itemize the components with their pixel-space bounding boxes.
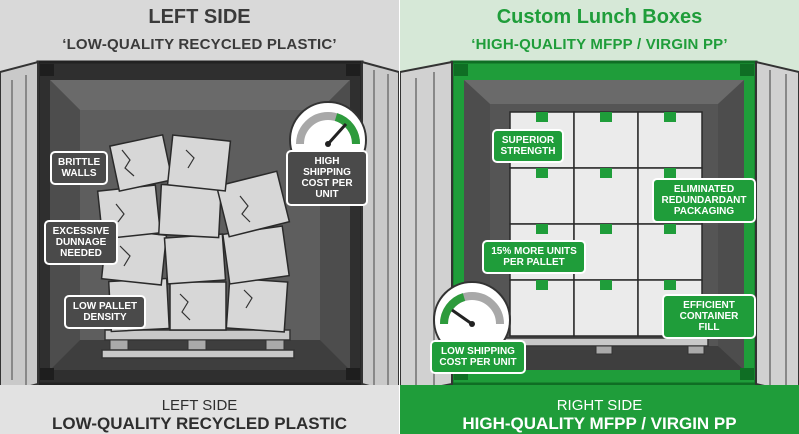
callout-low-shipping-cost: LOW SHIPPING COST PER UNIT	[430, 340, 526, 374]
right-footer-label: RIGHT SIDE	[556, 397, 643, 414]
right-footer-caption: HIGH-QUALITY MFPP / VIRGIN PP	[462, 414, 737, 433]
callout-superior-strength: SUPERIOR STRENGTH	[492, 129, 564, 163]
right-gauge-icon	[433, 281, 511, 359]
right-footer: RIGHT SIDE HIGH-QUALITY MFPP / VIRGIN PP	[400, 385, 799, 434]
callout-excessive-dunnage: EXCESSIVE DUNNAGE NEEDED	[44, 220, 118, 265]
callout-high-shipping-cost: HIGH SHIPPING COST PER UNIT	[286, 150, 368, 206]
callout-brittle-walls: BRITTLE WALLS	[50, 151, 108, 185]
left-subtitle: ‘LOW-QUALITY RECYCLED PLASTIC’	[62, 36, 337, 53]
left-footer-caption: LOW-QUALITY RECYCLED PLASTIC	[52, 414, 347, 433]
left-container-illustration	[0, 60, 399, 396]
callout-more-units: 15% MORE UNITS PER PALLET	[482, 240, 586, 274]
right-container-illustration	[400, 60, 799, 396]
right-panel: Custom Lunch Boxes ‘HIGH-QUALITY MFPP / …	[400, 0, 799, 434]
left-footer: LEFT SIDE LOW-QUALITY RECYCLED PLASTIC	[0, 385, 399, 434]
right-subtitle: ‘HIGH-QUALITY MFPP / VIRGIN PP’	[471, 36, 728, 53]
left-panel: LEFT SIDE ‘LOW-QUALITY RECYCLED PLASTIC’…	[0, 0, 399, 434]
right-title: Custom Lunch Boxes	[496, 6, 703, 28]
callout-low-pallet-density: LOW PALLET DENSITY	[64, 295, 146, 329]
left-title: LEFT SIDE	[148, 6, 251, 28]
callout-eliminated-packaging: ELIMINATED REDUNDARDANT PACKAGING	[652, 178, 756, 223]
callout-efficient-fill: EFFICIENT CONTAINER FILL	[662, 294, 756, 339]
left-footer-label: LEFT SIDE	[161, 397, 238, 414]
